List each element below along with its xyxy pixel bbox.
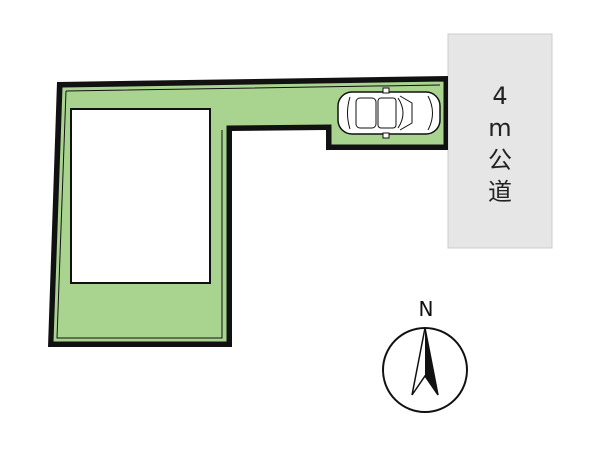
car-icon — [337, 87, 441, 139]
north-label: N — [418, 297, 434, 321]
road-type-char-2: 道 — [488, 178, 512, 206]
road-label: 4 m 公 道 — [448, 80, 552, 208]
public-road — [447, 33, 553, 249]
road-type-char-1: 公 — [488, 146, 512, 174]
north-arrow-icon — [382, 327, 468, 413]
lot-inner-line — [56, 84, 441, 339]
road-width-unit: m — [488, 114, 512, 142]
building-footprint — [70, 108, 211, 284]
road-width-number: 4 — [492, 82, 508, 110]
